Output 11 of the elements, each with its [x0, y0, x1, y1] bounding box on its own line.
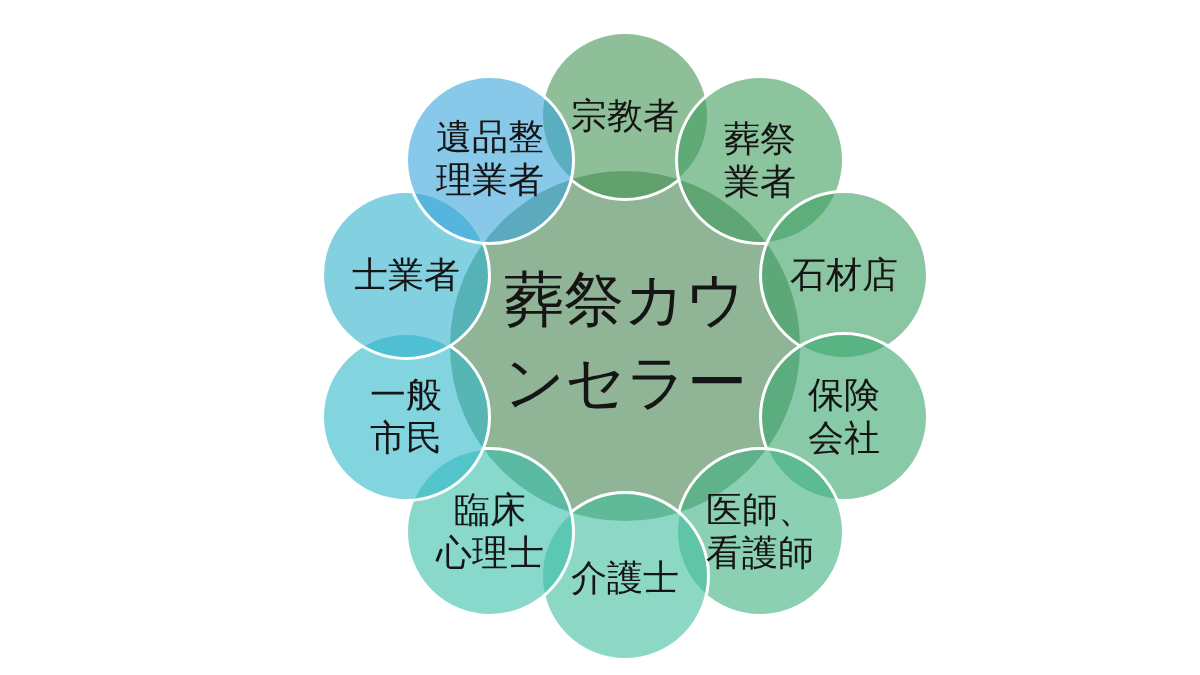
- node-label: 石材店: [790, 253, 898, 297]
- node-label: 医師、看護師: [706, 487, 814, 575]
- node-label: 臨床心理士: [436, 487, 544, 575]
- node-label: 葬祭業者: [724, 116, 796, 204]
- node-label: 一般市民: [370, 372, 442, 460]
- node-label: 遺品整理業者: [436, 114, 544, 202]
- node-label: 宗教者: [571, 94, 679, 138]
- node-label: 保険会社: [808, 372, 880, 460]
- node-label: 葬祭カウンセラー: [503, 263, 747, 419]
- node-label: 介護士: [571, 556, 679, 600]
- node-label: 士業者: [352, 253, 460, 297]
